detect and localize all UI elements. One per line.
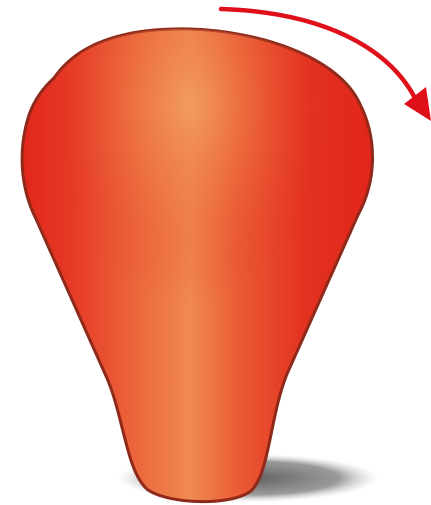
cone-highlight xyxy=(22,29,372,502)
arrowhead xyxy=(404,87,431,121)
